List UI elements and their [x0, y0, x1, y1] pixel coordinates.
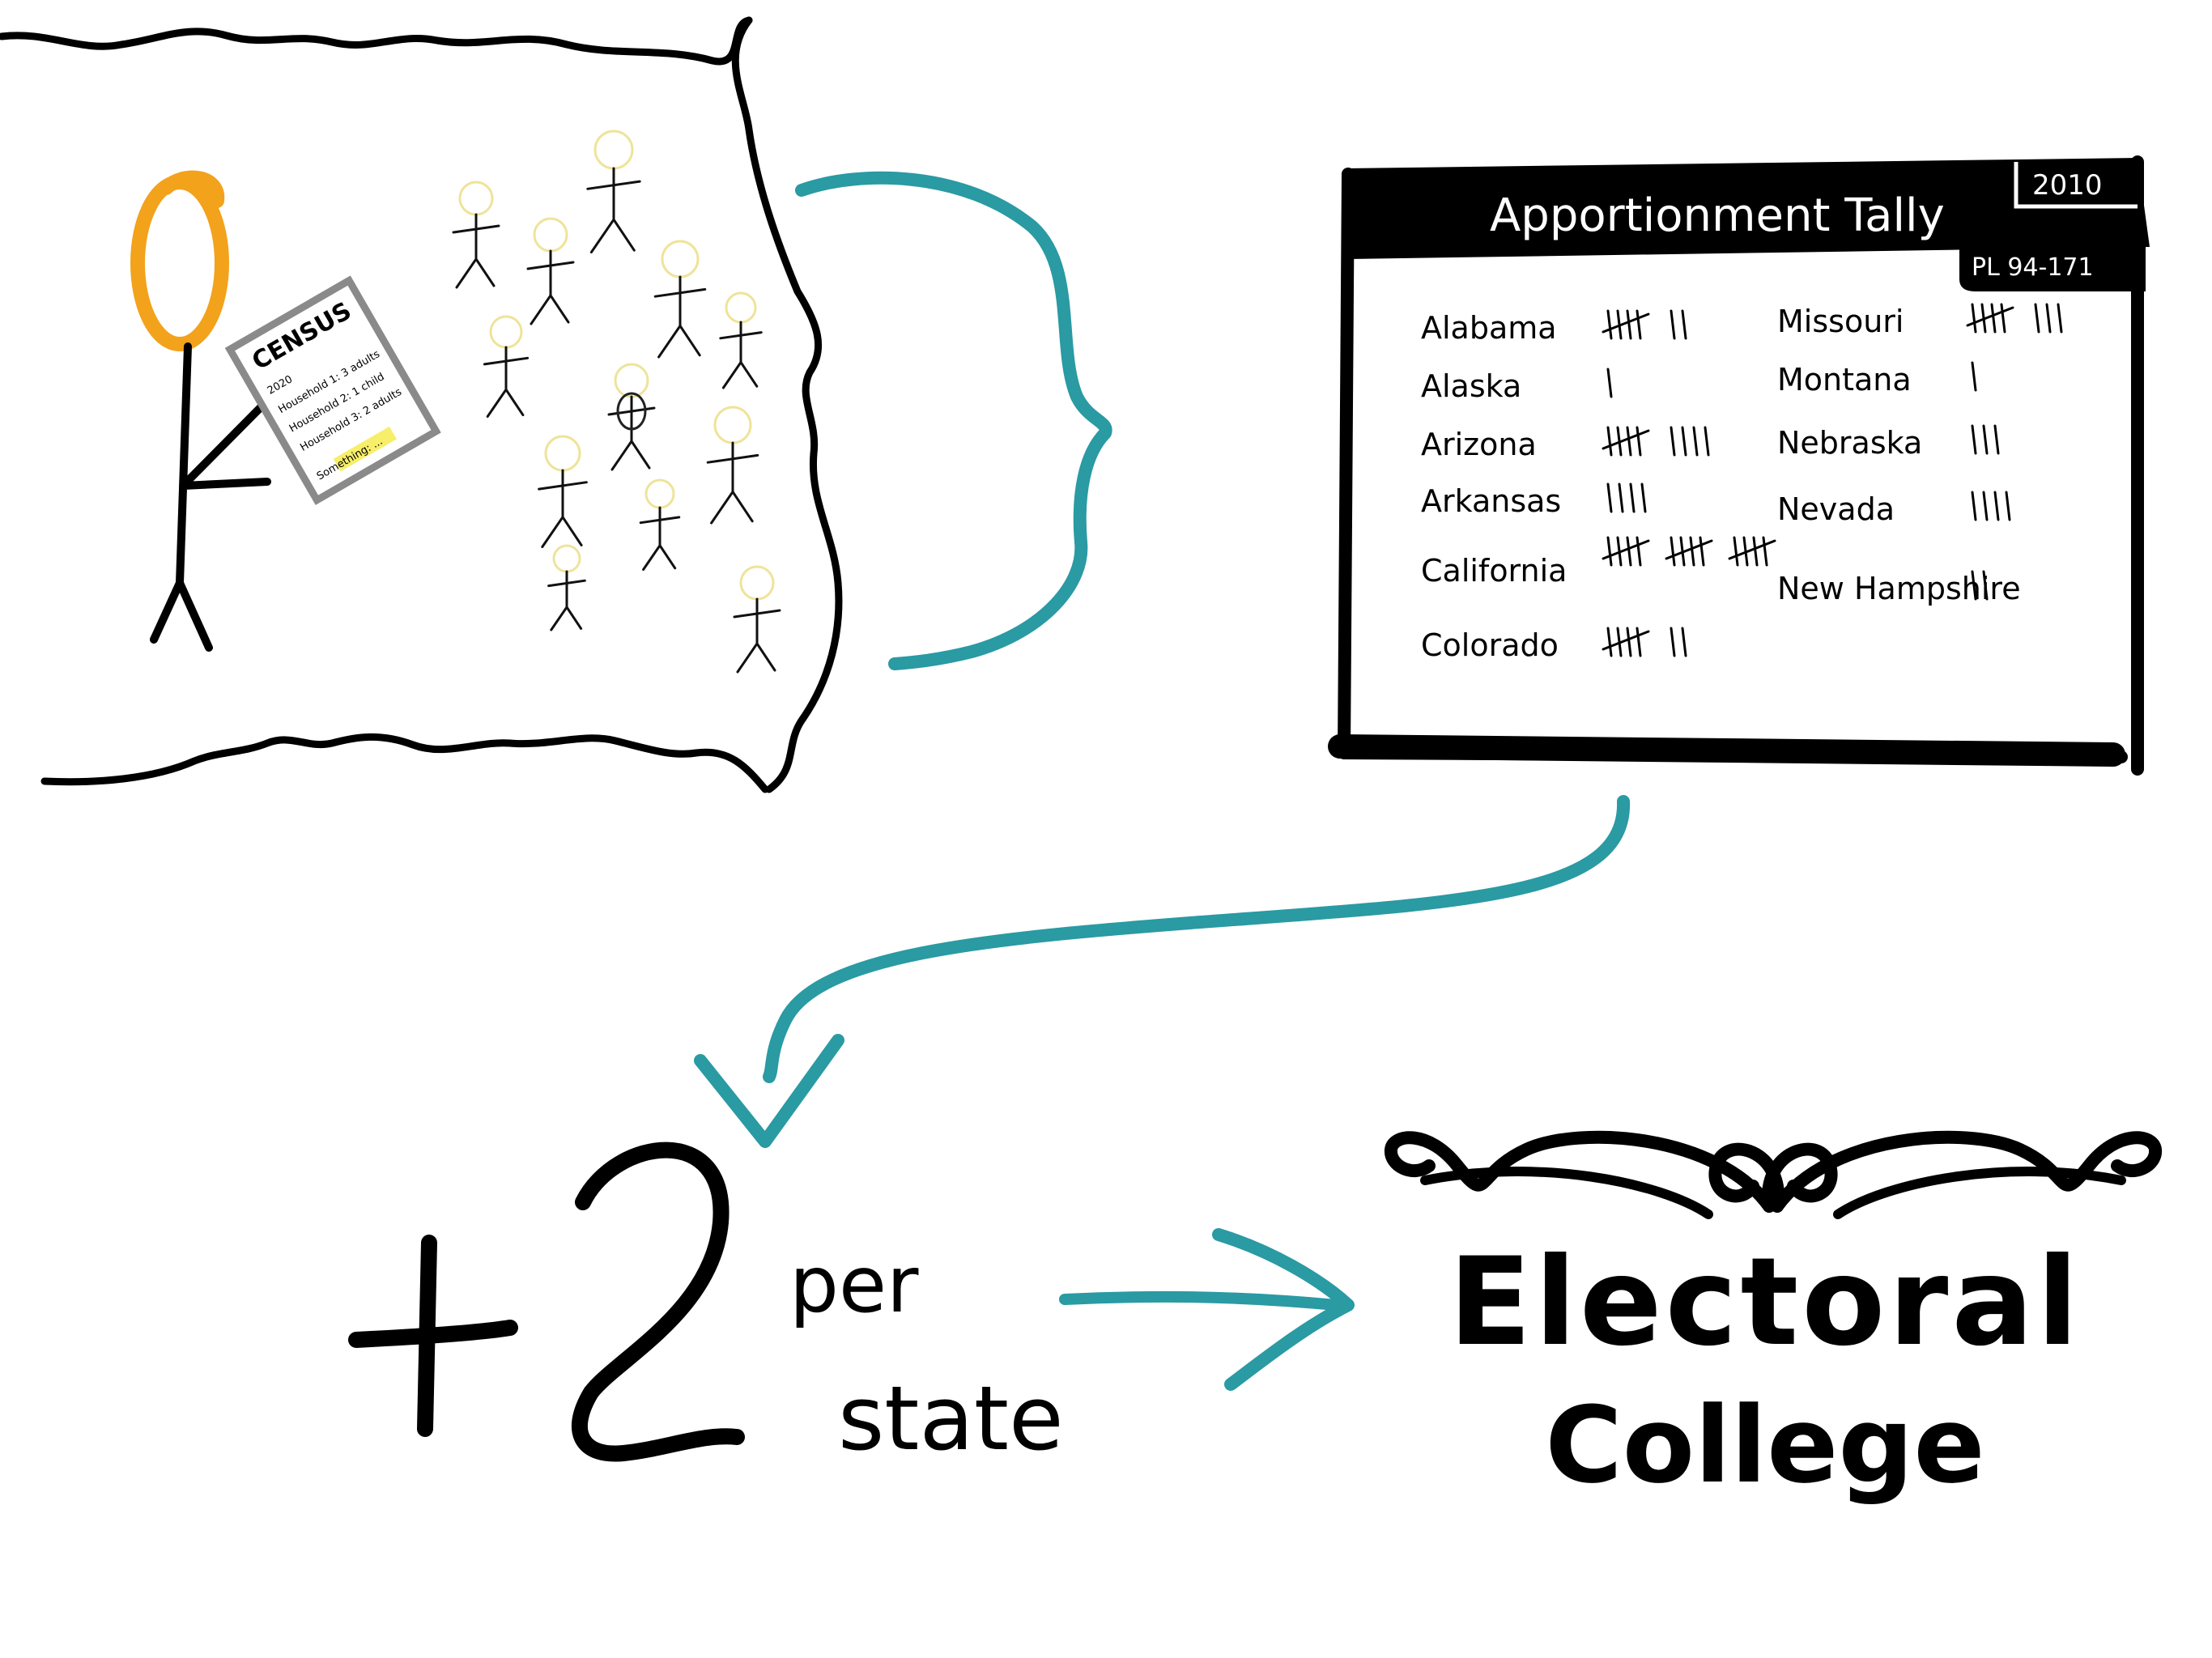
- two-numeral: [571, 1141, 745, 1462]
- tally-state-name: Montana: [1777, 362, 1912, 397]
- crowd-icon: [452, 130, 781, 674]
- census-taker-head: [130, 175, 229, 351]
- tally-state-name: Colorado: [1421, 627, 1559, 663]
- census-form-highlight: [333, 426, 397, 472]
- formula-per: per: [789, 1239, 919, 1330]
- right-arrow-icon: [1059, 1290, 1342, 1311]
- crowd-person: [526, 217, 575, 325]
- tally-state-name: Arkansas: [1421, 483, 1561, 519]
- tally-board-title: Apportionment Tally: [1490, 189, 1945, 242]
- tally-marks: [1971, 424, 2000, 455]
- census-taker-body: [150, 342, 271, 652]
- scroll-ornament-icon: [1385, 1130, 2162, 1219]
- tally-board-law: PL 94-171: [1972, 253, 2094, 282]
- census-taker-hair: [159, 170, 225, 208]
- brace-arrow-icon: [795, 171, 1112, 670]
- tally-board-header: [1346, 158, 2150, 259]
- curved-arrow-icon: [763, 795, 1631, 1083]
- panel-bottom-edge: [40, 733, 769, 793]
- formula-plus-two: +2: [0, 0, 3, 1]
- crowd-person: [733, 565, 781, 674]
- crowd-person: [639, 478, 681, 571]
- panel-right-edge: [731, 16, 843, 793]
- plus-sign: [348, 1235, 518, 1437]
- crowd-person: [452, 181, 500, 289]
- tally-marks: [1602, 426, 1710, 457]
- ornament-left-scroll: [1385, 1130, 1776, 1213]
- tally-board-year: 2010: [2032, 169, 2103, 202]
- result-line-1: Electoral: [1448, 1232, 2082, 1373]
- crowd-person: [706, 406, 759, 525]
- curved-arrow-head: [694, 1034, 844, 1148]
- tally-marks: [1602, 309, 1687, 340]
- tally-marks: [1966, 303, 2063, 334]
- tally-board: Apportionment Tally 2010 PL 94-171 Alaba…: [1328, 155, 2150, 776]
- ornament-right-scroll: [1771, 1130, 2162, 1213]
- census-taker-icon: [130, 170, 271, 652]
- right-arrow-head: [1212, 1228, 1355, 1391]
- tally-marks: [1606, 368, 1613, 398]
- ornament-lower-curls: [1420, 1167, 2126, 1219]
- tally-state-name: Alaska: [1421, 368, 1521, 404]
- tally-board-bottom: [1328, 734, 2125, 767]
- crowd-person: [538, 435, 588, 548]
- panel-top-edge: [0, 16, 753, 66]
- tally-marks: [1602, 627, 1687, 657]
- tally-marks: [1606, 483, 1647, 513]
- tally-marks: [1971, 570, 1989, 601]
- tally-state-name: Nevada: [1777, 491, 1895, 527]
- tally-state-name: California: [1421, 553, 1567, 589]
- census-scene-panel: [0, 16, 843, 793]
- tally-state-name: New Hampshire: [1777, 571, 2021, 606]
- crowd-person: [616, 392, 647, 431]
- tally-state-name: Alabama: [1421, 310, 1557, 346]
- tally-law-tab: [1959, 243, 2146, 291]
- tally-marks: [1971, 491, 2011, 521]
- formula: +2 per state: [0, 0, 1064, 1470]
- tally-left-column: AlabamaAlaskaArizonaArkansasCaliforniaCo…: [1421, 309, 1776, 663]
- ornament-center-right: [1708, 1142, 1784, 1213]
- tally-marks: [1602, 536, 1776, 567]
- census-form: CENSUS 2020 Household 1: 3 adults Househ…: [224, 275, 441, 505]
- tally-state-name: Nebraska: [1777, 425, 1922, 461]
- crowd-person: [653, 240, 707, 359]
- formula-state: state: [838, 1367, 1064, 1470]
- crowd-person: [547, 544, 586, 631]
- crowd-person: [586, 130, 641, 253]
- crowd-person: [483, 315, 530, 418]
- crowd-person: [719, 291, 763, 389]
- crowd-person: [607, 363, 656, 471]
- tally-state-name: Arizona: [1421, 427, 1537, 462]
- tally-marks: [1971, 361, 1977, 392]
- tally-year-box: [2014, 162, 2138, 209]
- result-line-2: College: [1545, 1384, 1984, 1507]
- tally-state-name: Missouri: [1777, 304, 1904, 339]
